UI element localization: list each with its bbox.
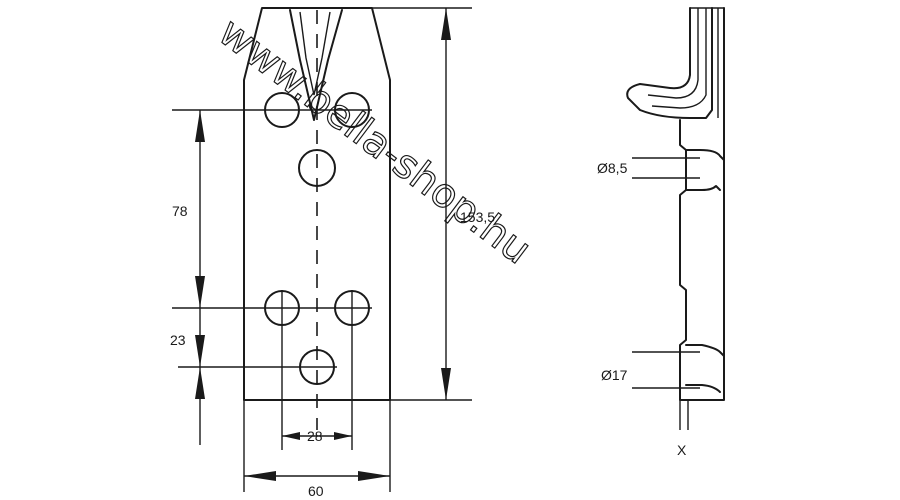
hole-center [298, 149, 336, 187]
watermark: www.bella-shop.hu [210, 9, 539, 273]
large-hole-label: Ø17 [601, 367, 628, 383]
mounting-holes [262, 92, 372, 450]
dim-hole-spacing-horizontal: 28 [282, 428, 352, 444]
dim-label-hole-spacing-horizontal: 28 [307, 428, 323, 444]
section-marker: X [677, 442, 687, 458]
small-hole-section: Ø8,5 [597, 149, 725, 191]
dim-hole-spacing-vertical: 78 [172, 109, 262, 309]
dim-label-overall-height: 153,5 [460, 209, 495, 225]
dim-overall-width: 60 [243, 400, 391, 499]
top-slot-inner [299, 11, 331, 96]
side-hook [626, 7, 713, 119]
dim-bottom-offset: 23 [170, 308, 297, 445]
top-slot [289, 9, 343, 121]
dim-label-overall-width: 60 [308, 483, 324, 499]
dim-label-hole-spacing-vertical: 78 [172, 203, 188, 219]
dim-overall-height: 153,5 [372, 7, 495, 401]
dim-label-bottom-offset: 23 [170, 332, 186, 348]
small-hole-label: Ø8,5 [597, 160, 628, 176]
front-view: 153,5 78 23 28 [170, 7, 495, 499]
large-hole-section: Ø17 [601, 344, 725, 393]
side-view: Ø8,5 Ø17 X [597, 7, 725, 458]
side-body [679, 119, 725, 401]
